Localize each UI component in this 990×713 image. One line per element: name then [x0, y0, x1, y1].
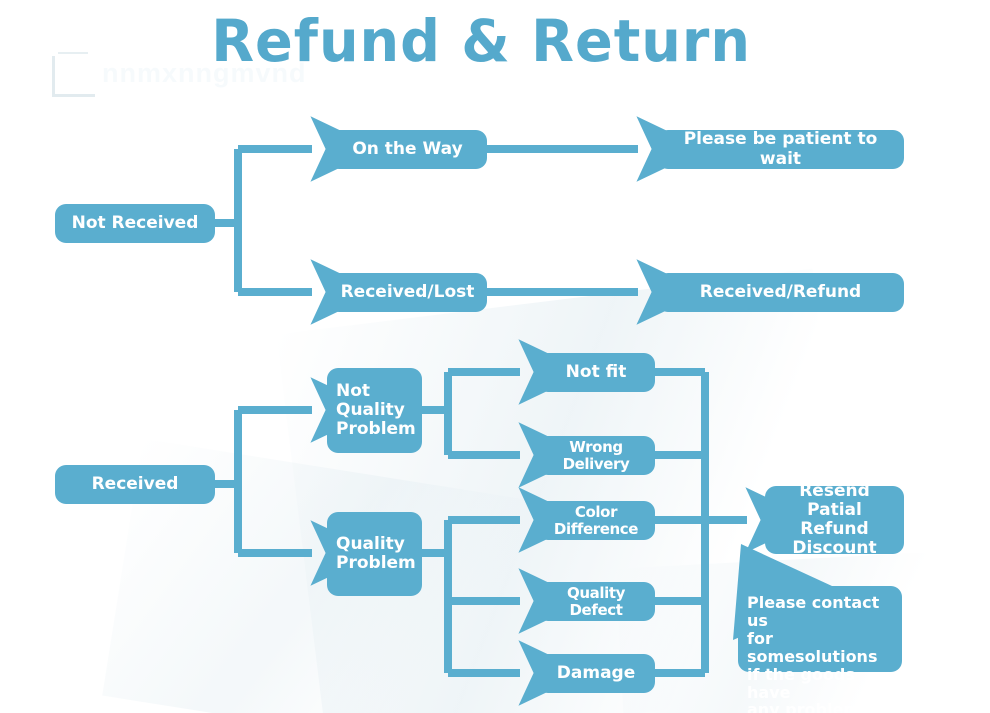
node-color-difference[interactable]: Color Difference: [537, 501, 655, 540]
node-quality-problem[interactable]: Quality Problem: [327, 512, 422, 596]
node-on-the-way[interactable]: On the Way: [328, 130, 487, 169]
node-damage[interactable]: Damage: [537, 654, 655, 693]
node-quality-defect[interactable]: Quality Defect: [537, 582, 655, 621]
node-received-refund[interactable]: Received/Refund: [657, 273, 904, 312]
callout-contact-us[interactable]: Please contact us for somesolutions if t…: [738, 586, 902, 713]
node-not-fit[interactable]: Not fit: [537, 353, 655, 392]
node-wrong-delivery[interactable]: Wrong Delivery: [537, 436, 655, 475]
node-resolution[interactable]: Resend Patial Refund Discount: [765, 481, 904, 558]
node-not-received[interactable]: Not Received: [55, 204, 215, 243]
node-not-quality-problem[interactable]: Not Quality Problem: [327, 368, 422, 453]
node-received-lost[interactable]: Received/Lost: [328, 273, 487, 312]
node-received[interactable]: Received: [55, 465, 215, 504]
page-title: Refund & Return: [211, 7, 751, 75]
node-please-be-patient-to-wait[interactable]: Please be patient to wait: [657, 130, 904, 169]
